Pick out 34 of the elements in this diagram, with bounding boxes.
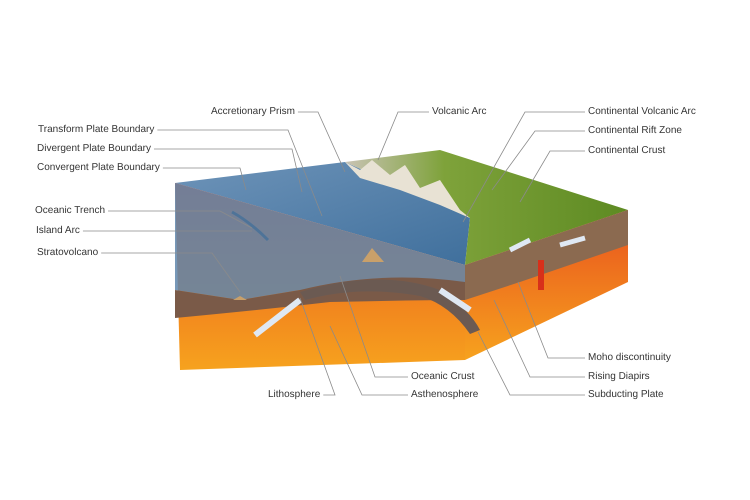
part-label: Island Arc <box>36 225 80 237</box>
leader-line <box>100 252 240 292</box>
leader-line <box>340 276 408 378</box>
part-label: Rising Diapirs <box>588 371 650 383</box>
part-label: Divergent Plate Boundary <box>37 143 151 155</box>
leader-line <box>518 282 586 358</box>
part-label: Oceanic Crust <box>411 371 474 383</box>
part-label: Convergent Plate Boundary <box>37 162 160 174</box>
leader-line <box>462 112 586 222</box>
leader-line <box>330 326 408 396</box>
leader-line <box>378 112 430 160</box>
part-label: Moho discontinuity <box>588 352 671 364</box>
leader-line <box>494 300 586 378</box>
part-label: Accretionary Prism <box>211 106 295 118</box>
leader-line <box>300 298 336 396</box>
leader-line <box>154 148 302 192</box>
part-label: Continental Volcanic Arc <box>588 106 696 118</box>
part-label: Volcanic Arc <box>432 106 486 118</box>
leader-line <box>108 210 252 228</box>
leader-line <box>82 230 252 232</box>
leader-line <box>492 130 586 190</box>
leader-line <box>298 112 346 172</box>
leader-line <box>156 130 322 216</box>
leader-line <box>478 332 586 396</box>
part-label: Stratovolcano <box>37 247 98 259</box>
leader-line <box>162 168 246 190</box>
part-label: Subducting Plate <box>588 389 664 401</box>
part-label: Transform Plate Boundary <box>38 124 154 136</box>
part-label: Lithosphere <box>268 389 320 401</box>
part-label: Asthenosphere <box>411 389 478 401</box>
part-label: Continental Rift Zone <box>588 125 682 137</box>
part-label: Oceanic Trench <box>35 205 106 217</box>
leader-line <box>520 150 586 202</box>
part-label: Continental Crust <box>588 145 666 157</box>
